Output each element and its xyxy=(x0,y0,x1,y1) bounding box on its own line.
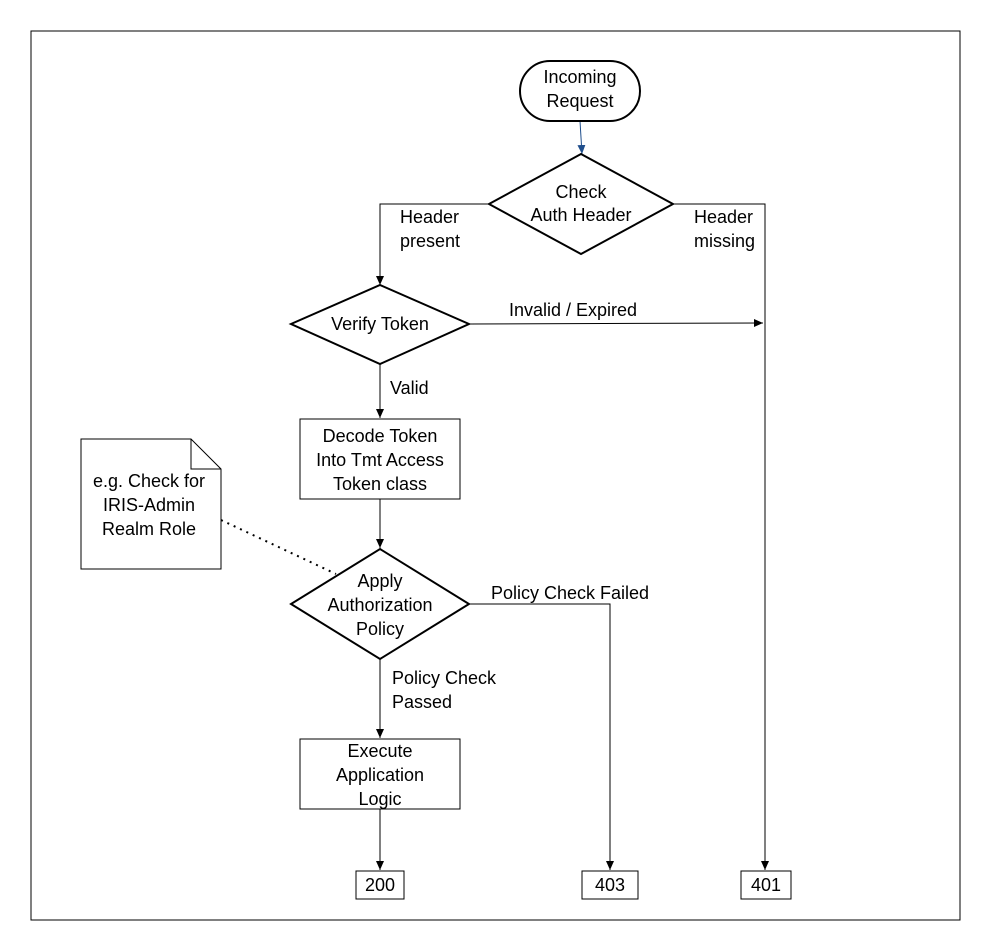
edge-label-header-missing-line1: Header xyxy=(694,207,753,227)
outcome-403: 403 xyxy=(581,870,639,900)
outcome-200: 200 xyxy=(355,870,405,900)
apply-policy-line2: Authorization xyxy=(327,595,432,615)
edge-label-invalid-expired: Invalid / Expired xyxy=(509,300,637,320)
edge-invalid-expired xyxy=(468,319,764,328)
edge-label-policy-passed-line2: Passed xyxy=(392,692,452,712)
check-header-line1: Check xyxy=(555,182,607,202)
edge-header-missing xyxy=(673,203,769,870)
note-line1: e.g. Check for xyxy=(93,471,205,491)
check-header-line2: Auth Header xyxy=(530,205,631,225)
edge-label-policy-passed-line1: Policy Check xyxy=(392,668,497,688)
note-line3: Realm Role xyxy=(102,519,196,539)
decode-token-line1: Decode Token xyxy=(323,426,438,446)
edge-start-to-check xyxy=(577,120,586,155)
start-label-line2: Request xyxy=(546,91,613,111)
decode-token-line3: Token class xyxy=(333,474,427,494)
apply-policy-line1: Apply xyxy=(357,571,402,591)
edge-header-present xyxy=(376,203,489,285)
policy-note: e.g. Check for IRIS-Admin Realm Role xyxy=(80,438,222,570)
execute-logic-line2: Application xyxy=(336,765,424,785)
decode-token-line2: Into Tmt Access xyxy=(316,450,444,470)
decode-token-process: Decode Token Into Tmt Access Token class xyxy=(299,418,461,500)
apply-policy-line3: Policy xyxy=(356,619,404,639)
apply-policy-decision: Apply Authorization Policy xyxy=(289,547,471,661)
edge-label-policy-failed: Policy Check Failed xyxy=(491,583,649,603)
note-connector xyxy=(220,519,337,575)
edge-label-header-missing-line2: missing xyxy=(694,231,755,251)
edge-policy-failed xyxy=(469,603,614,870)
diagram-frame xyxy=(30,30,961,921)
execute-logic-line1: Execute xyxy=(347,741,412,761)
verify-token-label: Verify Token xyxy=(331,314,429,334)
outcome-200-label: 200 xyxy=(365,875,395,895)
start-node: Incoming Request xyxy=(519,60,641,122)
verify-token-decision: Verify Token xyxy=(288,283,472,366)
execute-logic-process: Execute Application Logic xyxy=(299,738,461,810)
edge-label-header-present-line2: present xyxy=(400,231,460,251)
execute-logic-line3: Logic xyxy=(358,789,401,809)
check-auth-header-decision: Check Auth Header xyxy=(486,152,676,256)
start-label-line1: Incoming xyxy=(543,67,616,87)
edge-label-valid: Valid xyxy=(390,378,429,398)
outcome-401-label: 401 xyxy=(751,875,781,895)
outcome-403-label: 403 xyxy=(595,875,625,895)
edge-label-header-present-line1: Header xyxy=(400,207,459,227)
outcome-401: 401 xyxy=(740,870,792,900)
note-line2: IRIS-Admin xyxy=(103,495,195,515)
